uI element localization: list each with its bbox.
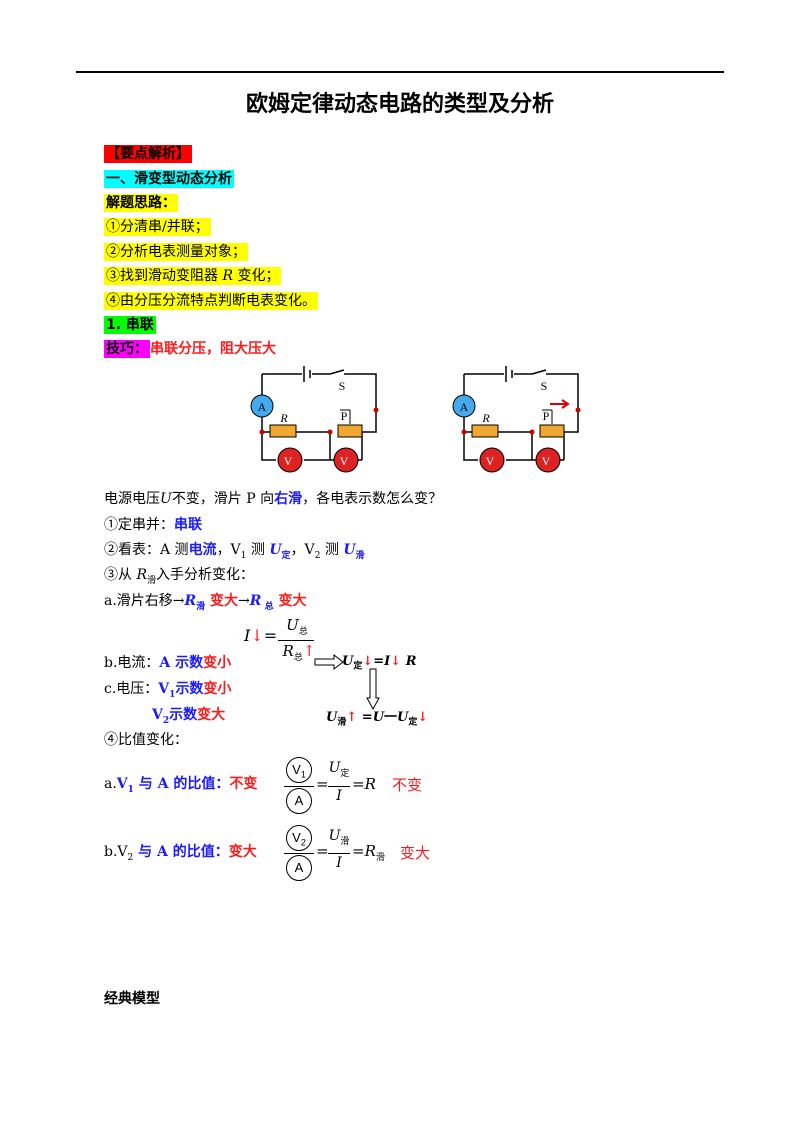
ammeter-symbol: A — [286, 855, 312, 881]
ratio-b-result: =R滑 — [352, 842, 385, 863]
switch-label: S — [541, 379, 548, 393]
fraction-bar — [278, 640, 314, 641]
question-line: 电源电压U不变，滑片 P 向右滑，各电表示数怎么变？ — [104, 491, 443, 507]
ratio-a-text: a.V1 与 A 的比值：不变 — [104, 776, 258, 795]
tip-line: 技巧：串联分压，阻大压大 — [104, 340, 276, 358]
v2-label: V — [542, 454, 551, 468]
slider-label: P — [341, 409, 348, 423]
step-2: ②分析电表测量对象； — [104, 243, 248, 261]
ratio-b-numerator: U滑 — [328, 828, 350, 847]
step-s1: ①定串并：串联 — [104, 517, 202, 533]
ratio-a-result: =R — [352, 775, 376, 793]
slider-label: P — [543, 409, 550, 423]
resistor-label: R — [481, 411, 490, 425]
ratio-b-text: b.V2 与 A 的比值：变大 — [104, 844, 257, 863]
fraction-bar — [328, 786, 350, 787]
v2-label: V — [340, 454, 349, 468]
step-sv2: V2示数变大 — [152, 707, 226, 726]
v1-label: V — [284, 454, 293, 468]
ratio-a-eq: = — [316, 775, 329, 793]
section-heading: 一、滑变型动态分析 — [104, 170, 234, 188]
ratio-a-numerator: U定 — [328, 760, 350, 779]
voltmeter-v1-symbol: V1 — [286, 757, 312, 783]
switch-label: S — [339, 379, 346, 393]
series-heading: 1. 串联 — [104, 316, 156, 334]
ratio-b-eq: = — [316, 842, 329, 860]
formula-current: I↓= — [244, 626, 278, 645]
top-rule — [76, 71, 724, 73]
hollow-arrow-down-icon — [366, 668, 380, 710]
circuit-diagram-left: A R S P V V — [244, 362, 394, 482]
step-3: ③找到滑动变阻器 R 变化； — [104, 267, 282, 285]
fraction-bar — [284, 853, 314, 854]
ratio-a-denominator: I — [336, 788, 342, 804]
formula-denominator: R总↑ — [282, 642, 316, 663]
step-s4: ④比值变化： — [104, 732, 188, 748]
ratio-a-tail: 不变 — [392, 776, 423, 794]
step-s2: ②看表：A 测电流，V1 测 U定，V2 测 U滑 — [104, 542, 365, 561]
hollow-arrow-right-icon — [314, 654, 344, 670]
step-4: ④由分压分流特点判断电表变化。 — [104, 292, 318, 310]
formula-right: U定↓=I↓ R — [342, 654, 417, 672]
circuit-diagram-right: A R S P V V — [446, 362, 596, 482]
voltmeter-v2-symbol: V2 — [286, 825, 312, 851]
key-points-heading: 【要点解析】 — [104, 145, 192, 163]
ammeter-label: A — [460, 400, 469, 414]
resistor-label: R — [279, 411, 288, 425]
formula-numerator: U总 — [286, 616, 308, 637]
step-s3: ③从 R滑入手分析变化： — [104, 567, 255, 586]
slide-right-arrow-icon — [550, 399, 570, 409]
page-title: 欧姆定律动态电路的类型及分析 — [245, 92, 554, 117]
step-sb: b.电流：A 示数变小 — [104, 655, 232, 671]
fraction-bar — [284, 786, 314, 787]
approach-heading: 解题思路： — [104, 194, 178, 212]
footer-heading: 经典模型 — [104, 991, 160, 1007]
step-sc: c.电压：V1示数变小 — [104, 681, 232, 700]
ammeter-label: A — [258, 400, 267, 414]
ratio-b-denominator: I — [336, 855, 342, 871]
v1-label: V — [486, 454, 495, 468]
step-1: ①分清串/并联； — [104, 218, 211, 236]
ammeter-symbol: A — [286, 788, 312, 814]
fraction-bar — [328, 853, 350, 854]
step-sa: a.滑片右移→R滑 变大→R 总 变大 — [104, 593, 307, 612]
ratio-b-tail: 变大 — [400, 844, 431, 862]
formula-bottom: U滑↑ =U一U定↓ — [326, 710, 429, 728]
